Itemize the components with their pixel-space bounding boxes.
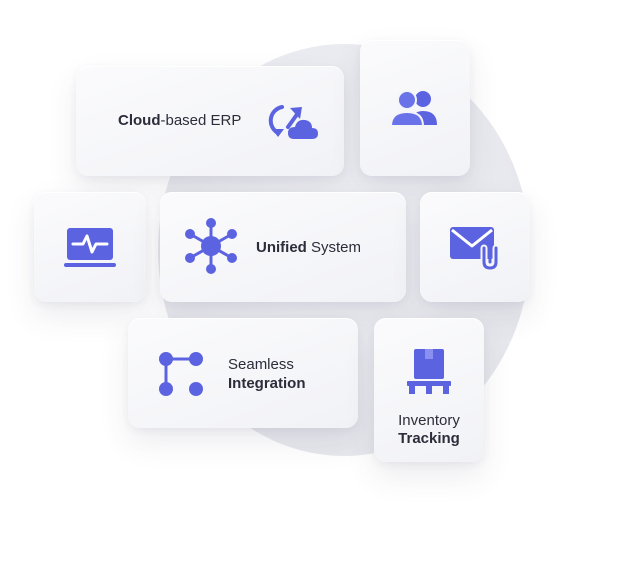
seamless-integration-label: Seamless Integration [228, 356, 306, 392]
monitor-pulse-icon [64, 226, 116, 268]
unified-system-label: Unified System [256, 239, 362, 256]
cloud-sync-icon [268, 99, 320, 141]
unified-system-card: Unified System [160, 192, 406, 302]
cloud-erp-card: Cloud-based ERP [76, 66, 344, 176]
seamless-integration-card: Seamless Integration [128, 318, 358, 428]
inventory-tracking-label: Inventory Tracking [398, 412, 460, 447]
mail-attachment-icon [448, 224, 502, 272]
monitor-card [34, 192, 146, 302]
network-hub-icon [182, 217, 240, 275]
integration-nodes-icon [158, 351, 206, 399]
inventory-tracking-card: Inventory Tracking [374, 318, 484, 462]
cloud-erp-label: Cloud-based ERP [118, 112, 242, 129]
package-pallet-icon [406, 348, 452, 396]
mail-card [420, 192, 530, 302]
users-card [360, 40, 470, 176]
users-icon [389, 89, 441, 127]
